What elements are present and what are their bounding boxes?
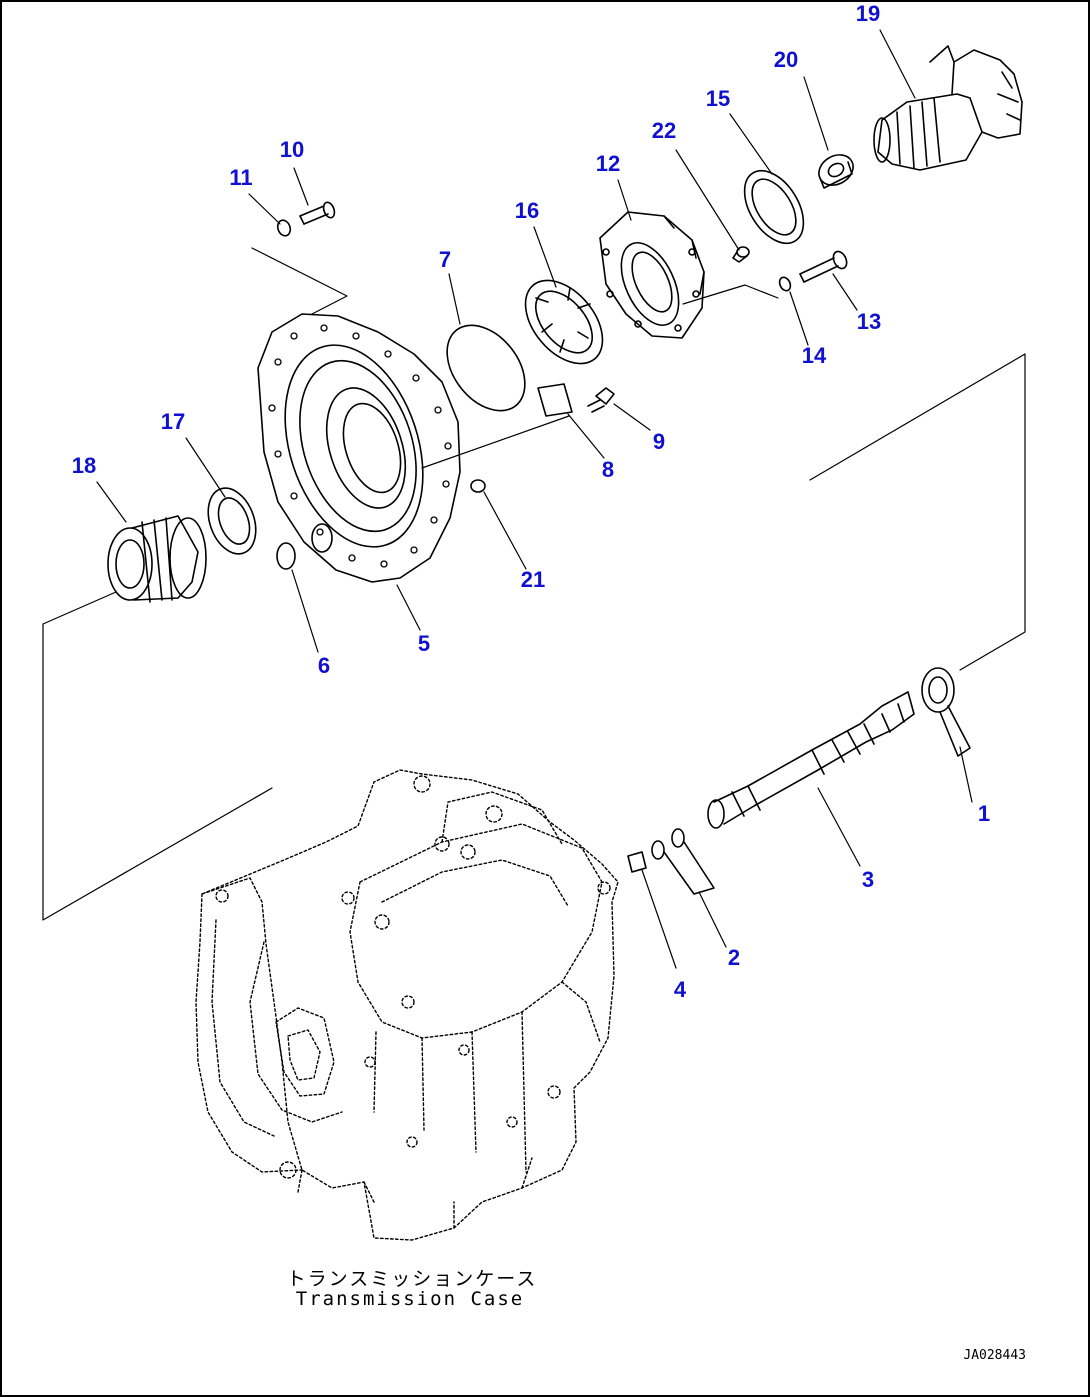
part-18-bearing: [107, 515, 207, 603]
leader-lines: [96, 29, 973, 969]
callout-part-20[interactable]: 20: [773, 47, 799, 72]
callout-part-9[interactable]: 9: [652, 429, 666, 454]
callout-part-3[interactable]: 3: [861, 867, 875, 892]
part-3-shaft: [707, 691, 915, 829]
part-19-output-shaft: [873, 45, 1023, 171]
part-20-nut: [818, 154, 854, 189]
callout-part-7[interactable]: 7: [438, 247, 452, 272]
part-14-washer: [778, 276, 792, 292]
callout-part-8[interactable]: 8: [601, 457, 615, 482]
callout-part-14[interactable]: 14: [801, 343, 827, 368]
part-9-bolt: [587, 387, 615, 413]
callout-part-11[interactable]: 11: [229, 165, 253, 190]
part-1-bracket: [921, 667, 971, 757]
callout-part-15[interactable]: 15: [705, 86, 731, 111]
part-7-o-ring: [446, 324, 526, 412]
part-13-bolt: [799, 250, 848, 283]
callout-part-16[interactable]: 16: [514, 198, 540, 223]
callout-part-18[interactable]: 18: [71, 453, 97, 478]
part-12-cage: [599, 211, 705, 339]
callout-part-22[interactable]: 22: [651, 118, 677, 143]
assembly-reference-lines: [42, 247, 1026, 921]
part-4-plug: [627, 851, 647, 873]
part-11-washer: [276, 219, 292, 237]
callout-part-5[interactable]: 5: [417, 631, 431, 656]
caption-japanese: トランスミッションケース: [286, 1268, 538, 1290]
callout-part-4[interactable]: 4: [673, 977, 687, 1002]
part-8-plate: [537, 383, 573, 417]
callout-part-13[interactable]: 13: [856, 309, 882, 334]
drawing-number: JA028443: [963, 1348, 1026, 1363]
callout-part-17[interactable]: 17: [160, 409, 186, 434]
part-17-shim: [207, 487, 257, 555]
callout-part-12[interactable]: 12: [595, 151, 621, 176]
part-21-plug: [470, 479, 486, 493]
part-5-cover: [257, 313, 461, 583]
callout-part-6[interactable]: 6: [317, 653, 331, 678]
part-15-seal: [743, 169, 805, 245]
caption-english: Transmission Case: [295, 1288, 525, 1310]
callout-part-10[interactable]: 10: [279, 137, 305, 162]
part-10-bolt: [299, 201, 336, 225]
callout-part-19[interactable]: 19: [855, 1, 881, 26]
part-2-washer: [651, 828, 715, 895]
callout-part-2[interactable]: 2: [727, 945, 741, 970]
callout-part-1[interactable]: 1: [977, 801, 991, 826]
transmission-case: [195, 769, 619, 1241]
callout-part-21[interactable]: 21: [520, 567, 546, 592]
part-16-bearing: [524, 279, 604, 365]
part-22-plug: [732, 246, 750, 263]
part-6-o-ring: [276, 542, 296, 570]
cover-bolt-holes: [268, 324, 452, 568]
